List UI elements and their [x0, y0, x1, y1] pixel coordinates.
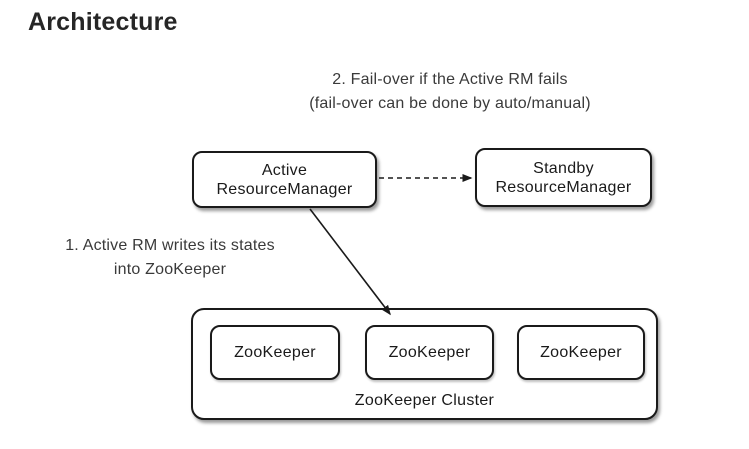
- annotation-failover: 2. Fail-over if the Active RM fails (fai…: [265, 68, 635, 116]
- node-zookeeper-1-label: ZooKeeper: [234, 343, 316, 361]
- node-zookeeper-1: ZooKeeper: [210, 325, 340, 380]
- annotation-failover-line1: 2. Fail-over if the Active RM fails: [332, 71, 568, 88]
- node-zookeeper-3: ZooKeeper: [517, 325, 645, 380]
- annotation-writes-line1: 1. Active RM writes its states: [65, 237, 275, 254]
- node-active-rm-line2: ResourceManager: [216, 180, 353, 198]
- node-active-rm-line1: Active: [261, 161, 308, 179]
- node-active-resourcemanager: Active ResourceManager: [192, 151, 377, 208]
- annotation-writes: 1. Active RM writes its states into ZooK…: [20, 234, 320, 282]
- edge-writes-arrow: [309, 208, 391, 316]
- annotation-writes-line2: into ZooKeeper: [113, 261, 227, 278]
- zookeeper-cluster-label: ZooKeeper Cluster: [354, 392, 495, 409]
- node-standby-rm-line2: ResourceManager: [495, 178, 632, 196]
- page-title: Architecture: [28, 8, 178, 36]
- node-standby-rm-line1: Standby: [533, 159, 594, 177]
- annotation-failover-line2: (fail-over can be done by auto/manual): [309, 95, 591, 112]
- node-zookeeper-3-label: ZooKeeper: [540, 343, 622, 361]
- node-zookeeper-2-label: ZooKeeper: [388, 343, 471, 361]
- node-standby-resourcemanager: Standby ResourceManager: [475, 148, 652, 207]
- node-zookeeper-2: ZooKeeper: [365, 325, 494, 380]
- zookeeper-cluster-box: ZooKeeper ZooKeeper ZooKeeper ZooKeeper …: [191, 308, 658, 420]
